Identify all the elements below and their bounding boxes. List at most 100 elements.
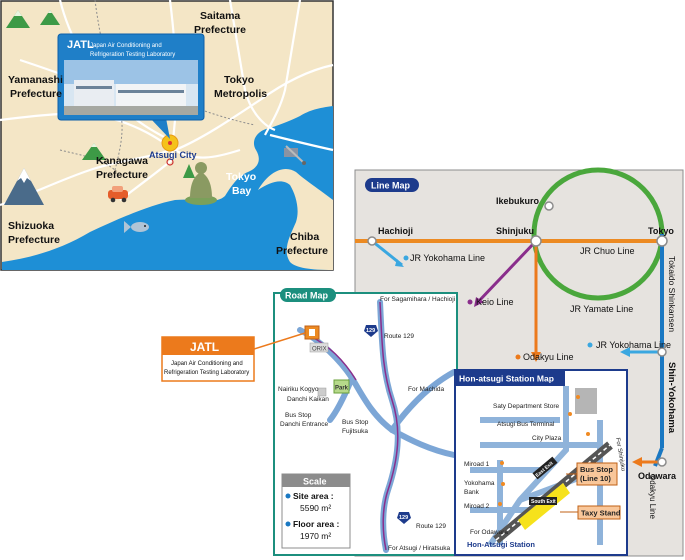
tokyo-bay-land — [258, 169, 333, 270]
label-ikebukuro: Ikebukuro — [496, 196, 540, 206]
jatl-photo-line2: Refrigeration Testing Laboratory — [90, 52, 175, 58]
marker-miroad2 — [498, 502, 502, 506]
label-for-odawara: For Odawara — [470, 529, 508, 536]
label-chiba-1: Chiba — [290, 231, 319, 243]
station-map: Hon-atsugi Station Map East Exit South E… — [454, 369, 628, 556]
road-map-title-pill — [280, 288, 336, 302]
line-map-title: Line Map — [371, 181, 411, 191]
orix-label: ORIX — [312, 347, 327, 353]
route-129-badge-bottom: 129 — [397, 512, 411, 524]
satellite-icon — [284, 145, 306, 165]
road-map: Road Map ORIX Park 129 129 For S — [273, 288, 458, 556]
label-hon-atsugi-station: Hon-Atsugi Station — [467, 540, 535, 549]
park-area — [333, 379, 350, 394]
route-129-badge-top: 129 — [364, 325, 378, 337]
label-tokyo-bay-1: Tokyo — [226, 171, 256, 183]
mountain-icon — [6, 10, 106, 160]
label-tokyo-metro-1: Tokyo — [224, 74, 254, 86]
station-map-title: Hon-atsugi Station Map — [459, 374, 554, 384]
region-map: JATL Japan Air Conditioning and Refriger… — [0, 0, 334, 271]
station-hachioji — [367, 236, 377, 246]
svg-text:129: 129 — [366, 328, 375, 334]
label-odakyu-2: Odakyu Line — [648, 474, 657, 519]
label-danchi-kaikan: Danchi Kaikan — [287, 396, 329, 403]
line-map-title-pill — [365, 178, 419, 192]
label-city-plaza: City Plaza — [532, 435, 562, 442]
label-for-machida: For Machida — [408, 386, 445, 393]
label-atsugi-city: Atsugi City — [149, 150, 197, 160]
label-shinjuku: Shinjuku — [496, 226, 534, 236]
floor-area-value: 1970 m² — [300, 531, 331, 541]
label-saty: Saty Department Store — [493, 403, 559, 410]
station-tokyo — [656, 235, 668, 247]
station-ikebukuro — [544, 201, 554, 211]
label-for-shinjuku: For Shinjuku — [614, 437, 626, 471]
scale-title: Scale — [303, 477, 327, 487]
label-for-sagamihara: For Sagamihara / Hachioji — [380, 296, 455, 303]
label-chiba-2: Prefecture — [276, 245, 328, 257]
atsugi-city-dot — [166, 158, 174, 166]
bus-stop-label-2: (Line 10) — [580, 474, 611, 483]
label-odawara: Odawara — [638, 471, 677, 481]
station-shinjuku — [530, 235, 542, 247]
label-south-exit: South Exit — [531, 499, 556, 505]
label-bus-terminal: Atsugi Bus Terminal — [497, 421, 555, 428]
label-saitama-1: Saitama — [200, 10, 240, 22]
sea-area — [2, 106, 333, 270]
jatl-callout-title: JATL — [190, 340, 219, 354]
label-route-top: Route 129 — [384, 333, 414, 340]
saty-building — [575, 388, 597, 414]
label-tokyo-bay-2: Bay — [232, 185, 251, 197]
label-miroad1: Miroad 1 — [464, 461, 490, 468]
label-keio: Keio Line — [476, 297, 514, 307]
label-jr-yamate: JR Yamate Line — [570, 304, 633, 314]
keio-line — [476, 239, 538, 304]
site-area-value: 5590 m² — [300, 503, 331, 513]
label-jr-chuo: JR Chuo Line — [580, 246, 635, 256]
bus-stop-label-1: Bus Stop — [580, 465, 613, 474]
label-miroad2: Miroad 2 — [464, 503, 490, 510]
label-saitama-2: Prefecture — [194, 24, 246, 36]
label-bus-stop-danchi-2: Danchi Entrance — [280, 421, 328, 428]
label-shin-yokohama: Shin-Yokohama — [666, 362, 677, 434]
label-tokaido: Tokaido Shinkansen — [667, 256, 677, 332]
park-label: Park — [335, 386, 349, 392]
label-bus-stop-fujitsuka-2: Fujitsuka — [342, 428, 368, 435]
label-bus-stop-fujitsuka-1: Bus Stop — [342, 419, 369, 426]
label-bus-stop-danchi-1: Bus Stop — [285, 412, 312, 419]
road-map-title: Road Map — [285, 291, 329, 301]
label-shizuoka-1: Shizuoka — [8, 220, 54, 232]
label-yokohama-bank-2: Bank — [464, 489, 480, 496]
site-area-label: Site area : — [293, 491, 334, 501]
label-odakyu: Odakyu Line — [523, 352, 574, 362]
label-kanagawa-2: Prefecture — [96, 169, 148, 181]
jatl-callout-line2: Refrigeration Testing Laboratory — [164, 370, 249, 376]
marker-yokohama-bank — [501, 482, 505, 486]
taxy-stand-label: Taxy Stand — [581, 509, 621, 518]
jatl-photo-line1: Japan Air Conditioning and — [90, 43, 162, 49]
label-yamanashi-1: Yamanashi — [8, 74, 63, 86]
label-jr-yokohama-1: JR Yokohama Line — [410, 253, 485, 263]
marker-city-plaza — [586, 432, 590, 436]
scale-box: Scale Site area : 5590 m² Floor area : 1… — [281, 473, 351, 549]
marker-bus-terminal — [568, 412, 572, 416]
buddha-icon — [183, 162, 217, 205]
label-yokohama-bank-1: Yokohama — [464, 480, 495, 487]
station-odawara — [657, 457, 667, 467]
label-jr-yokohama-2: JR Yokohama Line — [596, 340, 671, 350]
label-nairiku: Nairiku Kogyo — [278, 386, 319, 393]
station-shin-yokohama — [657, 347, 667, 357]
car-icon — [108, 186, 128, 203]
floor-area-label: Floor area : — [293, 519, 339, 529]
jatl-callout-line1: Japan Air Conditioning and — [171, 361, 243, 367]
svg-text:129: 129 — [399, 515, 408, 521]
marker-saty — [576, 395, 580, 399]
label-hachioji: Hachioji — [378, 226, 413, 236]
label-kanagawa-1: Kanagawa — [96, 155, 148, 167]
label-route-bottom: Route 129 — [416, 523, 446, 530]
fish-icon — [124, 221, 149, 233]
route-129-line — [379, 301, 399, 551]
hon-atsugi-platform — [518, 483, 570, 530]
jatl-photo-title: JATL — [67, 39, 94, 51]
